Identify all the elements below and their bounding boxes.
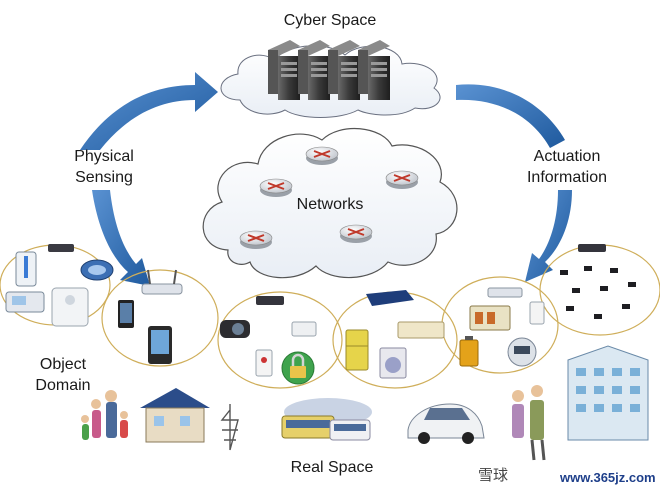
watermark-brand: 雪球: [478, 467, 509, 484]
body-scale-icon: [51, 287, 89, 327]
domain-ring-mobile: [101, 269, 219, 367]
real-space-label: Real Space: [290, 459, 374, 476]
domain-ring-home-security: [217, 291, 343, 389]
device-icons: [5, 244, 636, 385]
gateway-device-icon: [48, 244, 74, 252]
actuation-information-line-1: Actuation: [533, 148, 601, 165]
building-icon: [567, 345, 649, 441]
cyber-space-cloud: [220, 40, 441, 118]
real-space-scene: [81, 345, 649, 461]
network-hub-icon: [256, 296, 284, 305]
solar-house-icon: [140, 388, 210, 443]
cyber-space-label: Cyber Space: [283, 12, 377, 29]
router-icon-4: [239, 230, 273, 249]
object-domain-line-2: Domain: [35, 377, 91, 394]
object-domain-label: Object Domain: [18, 354, 108, 396]
washing-machine-icon: [379, 347, 407, 379]
physical-sensing-label: Physical Sensing: [54, 146, 154, 188]
mobile-phone-icon: [118, 300, 134, 328]
object-domain-line-1: Object: [39, 356, 87, 373]
arrow-actuation-upper: [456, 84, 565, 148]
router-device-icon: [366, 290, 414, 306]
pda-icon: [148, 326, 172, 364]
actuation-information-line-2: Information: [526, 169, 608, 186]
arrow-physical-sensing-lower: [92, 190, 150, 286]
power-tower-icon: [220, 404, 239, 451]
blood-pressure-monitor-icon: [5, 291, 45, 313]
flow-arrows: [80, 72, 572, 286]
thermometer-icon: [15, 251, 37, 287]
server-rack-icon: [268, 40, 390, 100]
family-icon: [81, 390, 128, 440]
smart-meter-icon: [507, 337, 537, 367]
sensor-gateway-icon: [578, 244, 606, 252]
glucose-meter-icon: [80, 259, 114, 281]
smoke-detector-icon: [291, 321, 317, 337]
networks-cloud: [202, 127, 458, 279]
networks-label: Networks: [296, 196, 364, 213]
router-icon-5: [339, 224, 373, 243]
elderly-couple-icon: [512, 385, 546, 461]
electric-car-icon: [407, 403, 485, 444]
transport-scene-icon: [281, 398, 372, 441]
arrow-actuation-lower: [525, 190, 572, 282]
router-icon-3: [385, 170, 419, 189]
sensor-node-icons: [560, 266, 636, 319]
padlock-icon: [281, 351, 315, 385]
actuation-information-label: Actuation Information: [512, 146, 622, 188]
arrow-physical-sensing-upper: [80, 72, 218, 150]
control-panel-icon: [469, 305, 511, 331]
door-sensor-icon: [255, 349, 273, 377]
refrigerator-icon: [345, 329, 369, 371]
battery-icon: [459, 336, 479, 367]
wifi-access-point-icon: [487, 287, 523, 298]
physical-sensing-line-1: Physical: [74, 148, 134, 165]
wifi-router-icon: [141, 269, 183, 295]
physical-sensing-line-2: Sensing: [75, 169, 133, 186]
electric-outlet-icon: [529, 301, 545, 325]
air-conditioner-icon: [397, 321, 445, 339]
router-icon-2: [259, 178, 293, 197]
watermark-site: www.365jz.com: [560, 470, 656, 485]
security-camera-icon: [220, 320, 250, 338]
router-icon-1: [305, 146, 339, 165]
